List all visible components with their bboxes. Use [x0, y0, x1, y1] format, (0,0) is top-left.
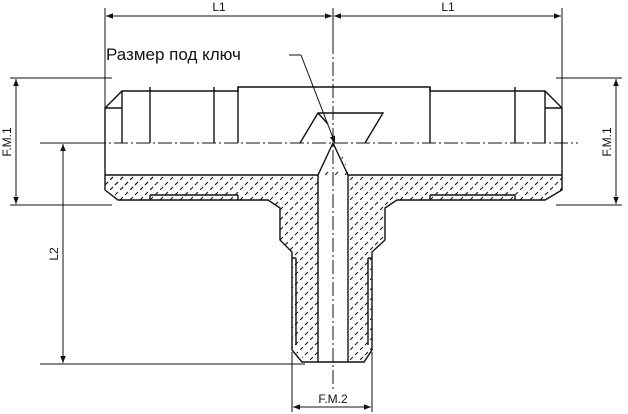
l1-left-label: L1 — [212, 0, 226, 14]
fm1-right-label: F.M.1 — [600, 127, 614, 157]
l1-right-label: L1 — [441, 0, 455, 14]
wrench-leader — [289, 54, 336, 144]
dimension-lines — [13, 13, 619, 410]
fm2-label: F.M.2 — [318, 392, 348, 406]
section-hatch-main — [105, 143, 562, 362]
fitting-body-outline — [104, 86, 563, 175]
fm1-left-label: F.M.1 — [0, 127, 14, 157]
l2-label: L2 — [47, 247, 61, 261]
wrench-size-note: Размер под ключ — [106, 45, 241, 64]
extension-lines — [10, 8, 622, 412]
center-lines — [48, 40, 578, 390]
